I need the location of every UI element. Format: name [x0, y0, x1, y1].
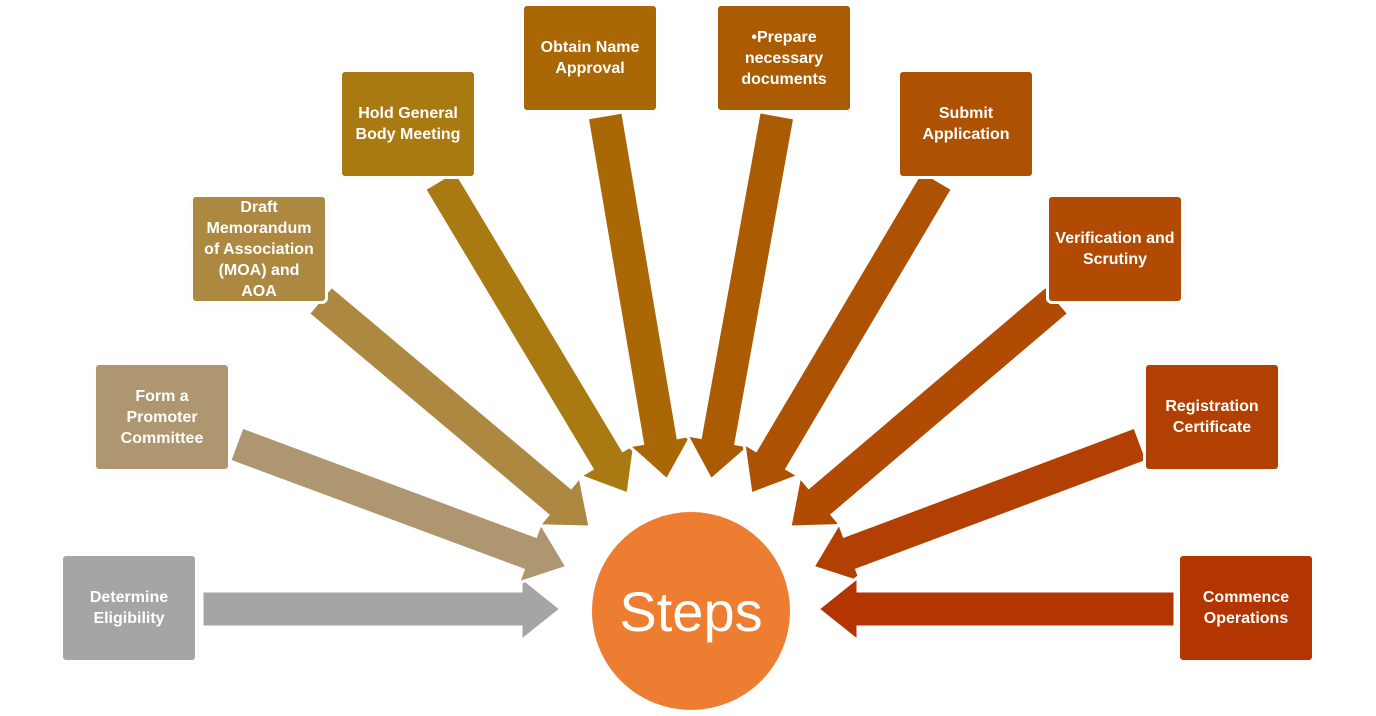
arrow-8	[788, 284, 1071, 529]
step-box-draft-moa-aoa: Draft Memorandum of Association (MOA) an…	[190, 194, 328, 304]
step-box-submit-application: Submit Application	[897, 69, 1035, 179]
center-hub	[588, 508, 794, 714]
step-box-obtain-name-approval: Obtain Name Approval	[521, 3, 659, 113]
step-label: Registration Certificate	[1165, 398, 1259, 436]
step-label: Submit Application	[922, 105, 1010, 143]
center-circle	[588, 508, 794, 714]
step-label: Draft Memorandum of Association (MOA) an…	[204, 198, 314, 300]
arrow-6	[683, 110, 797, 483]
step-label: Verification and Scrutiny	[1055, 230, 1175, 268]
arrow-1	[200, 573, 564, 645]
arrows-layer	[200, 110, 1177, 645]
arrow-5	[585, 110, 695, 483]
arrow-10	[815, 573, 1177, 645]
step-label: Obtain Name Approval	[540, 39, 640, 77]
step-box-form-promoter-committee: Form a Promoter Committee	[93, 362, 231, 472]
step-label: Form a Promoter Committee	[120, 387, 204, 447]
step-box-registration-certificate: Registration Certificate	[1143, 362, 1281, 472]
center-title: Steps	[619, 579, 763, 643]
step-box-verification-scrutiny: Verification and Scrutiny	[1046, 194, 1184, 304]
arrow-2	[227, 425, 570, 586]
arrow-3	[306, 284, 592, 529]
step-box-hold-general-body-meeting: Hold General Body Meeting	[339, 69, 477, 179]
step-label: Commence Operations	[1202, 589, 1290, 627]
arrow-9	[810, 425, 1150, 586]
step-label: Hold General Body Meeting	[355, 105, 461, 143]
step-box-determine-eligibility: Determine Eligibility	[60, 553, 198, 663]
arrow-7	[741, 168, 955, 497]
arrow-4	[422, 168, 637, 497]
step-box-commence-operations: Commence Operations	[1177, 553, 1315, 663]
step-label: •Prepare necessary documents	[741, 28, 827, 88]
step-box-prepare-documents: •Prepare necessary documents	[715, 3, 853, 113]
step-label: Determine Eligibility	[89, 589, 169, 627]
